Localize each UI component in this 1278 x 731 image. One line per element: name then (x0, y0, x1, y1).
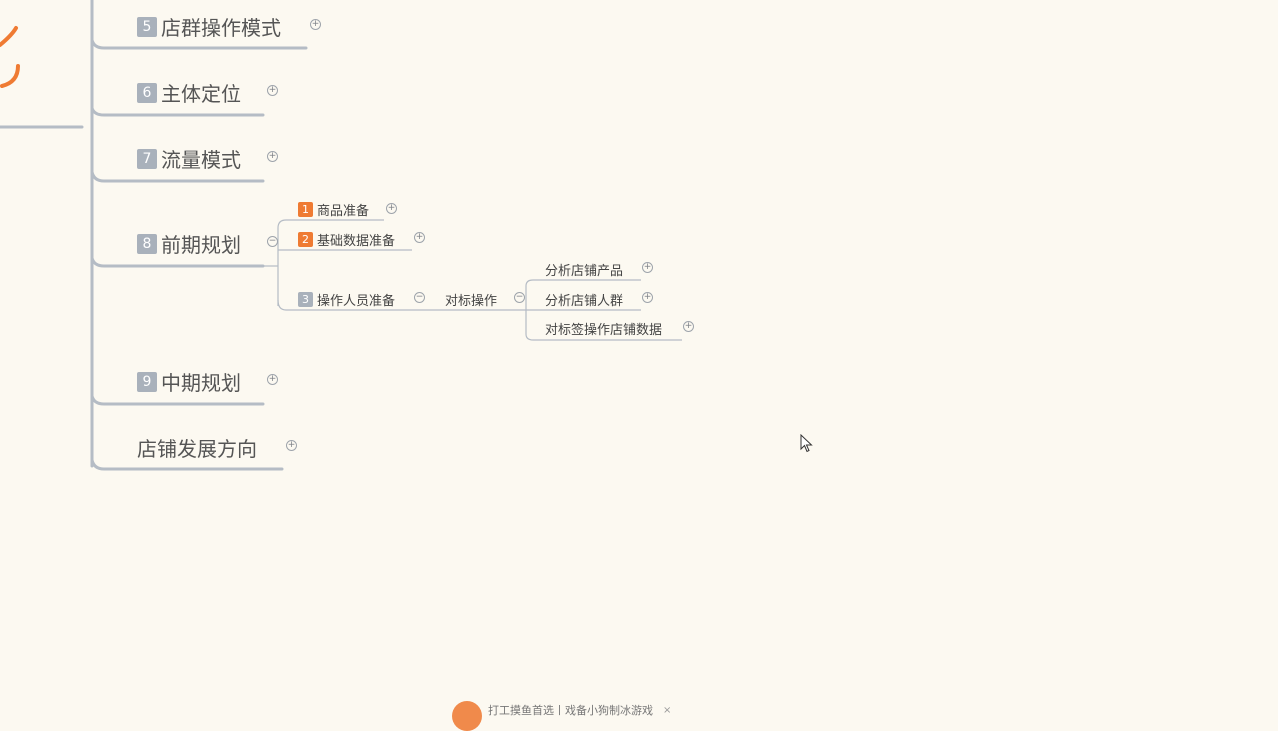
subtopic-benchmark-ops[interactable]: 对标操作 (445, 290, 497, 309)
promo-text: 打工摸鱼首选丨戏备小狗制冰游戏 (488, 704, 653, 717)
subtopic-label: 商品准备 (317, 204, 370, 219)
number-badge: 2 (298, 232, 313, 247)
branch-label: 前期规划 (161, 233, 241, 257)
leaf-analyze-shop-products[interactable]: 分析店铺产品 (545, 260, 623, 279)
number-badge: 1 (298, 202, 313, 217)
subtopic-label: 基础数据准备 (317, 234, 396, 249)
branch-label: 主体定位 (161, 82, 241, 106)
collapse-toggle-icon[interactable]: − (414, 292, 425, 303)
subtopic-label: 操作人员准备 (317, 294, 396, 309)
leaf-benchmark-tag-shop-data[interactable]: 对标签操作店铺数据 (545, 319, 662, 338)
number-badge: 6 (137, 82, 157, 103)
number-badge: 9 (137, 371, 157, 392)
mascot-icon (452, 701, 482, 731)
expand-toggle-icon[interactable]: + (310, 19, 321, 30)
branch-label: 流量模式 (161, 148, 241, 172)
branch-shop-group-mode[interactable]: 5 店群操作模式 (137, 12, 281, 41)
branch-early-planning[interactable]: 8 前期规划 (137, 229, 241, 258)
collapse-toggle-icon[interactable]: − (267, 236, 278, 247)
branch-label: 中期规划 (161, 371, 241, 395)
branch-mid-planning[interactable]: 9 中期规划 (137, 367, 241, 396)
collapse-toggle-icon[interactable]: − (514, 292, 525, 303)
branch-traffic-mode[interactable]: 7 流量模式 (137, 144, 241, 173)
branch-label: 店群操作模式 (161, 16, 281, 40)
subtopic-product-prep[interactable]: 1 商品准备 (298, 200, 369, 219)
leaf-label: 分析店铺人群 (545, 294, 624, 309)
leaf-label: 分析店铺产品 (545, 264, 624, 279)
promo-toast[interactable]: 打工摸鱼首选丨戏备小狗制冰游戏 × (452, 700, 672, 731)
expand-toggle-icon[interactable]: + (267, 151, 278, 162)
number-badge: 7 (137, 148, 157, 169)
expand-toggle-icon[interactable]: + (267, 85, 278, 96)
close-icon[interactable]: × (663, 704, 672, 716)
number-badge: 5 (137, 16, 157, 37)
branch-label: 店铺发展方向 (137, 437, 257, 461)
expand-toggle-icon[interactable]: + (683, 321, 694, 332)
expand-toggle-icon[interactable]: + (642, 262, 653, 273)
subtopic-basic-data-prep[interactable]: 2 基础数据准备 (298, 230, 395, 249)
expand-toggle-icon[interactable]: + (414, 232, 425, 243)
leaf-label: 对标签操作店铺数据 (545, 323, 663, 338)
branch-entity-positioning[interactable]: 6 主体定位 (137, 78, 241, 107)
number-badge: 3 (298, 292, 313, 307)
expand-toggle-icon[interactable]: + (642, 292, 653, 303)
subtopic-staff-prep[interactable]: 3 操作人员准备 (298, 290, 395, 309)
expand-toggle-icon[interactable]: + (386, 203, 397, 214)
number-badge: 8 (137, 233, 157, 254)
expand-toggle-icon[interactable]: + (286, 440, 297, 451)
expand-toggle-icon[interactable]: + (267, 374, 278, 385)
subtopic-label: 对标操作 (445, 294, 498, 309)
branch-shop-development[interactable]: 店铺发展方向 (137, 433, 257, 462)
leaf-analyze-shop-audience[interactable]: 分析店铺人群 (545, 290, 623, 309)
mouse-pointer-icon (800, 434, 813, 453)
